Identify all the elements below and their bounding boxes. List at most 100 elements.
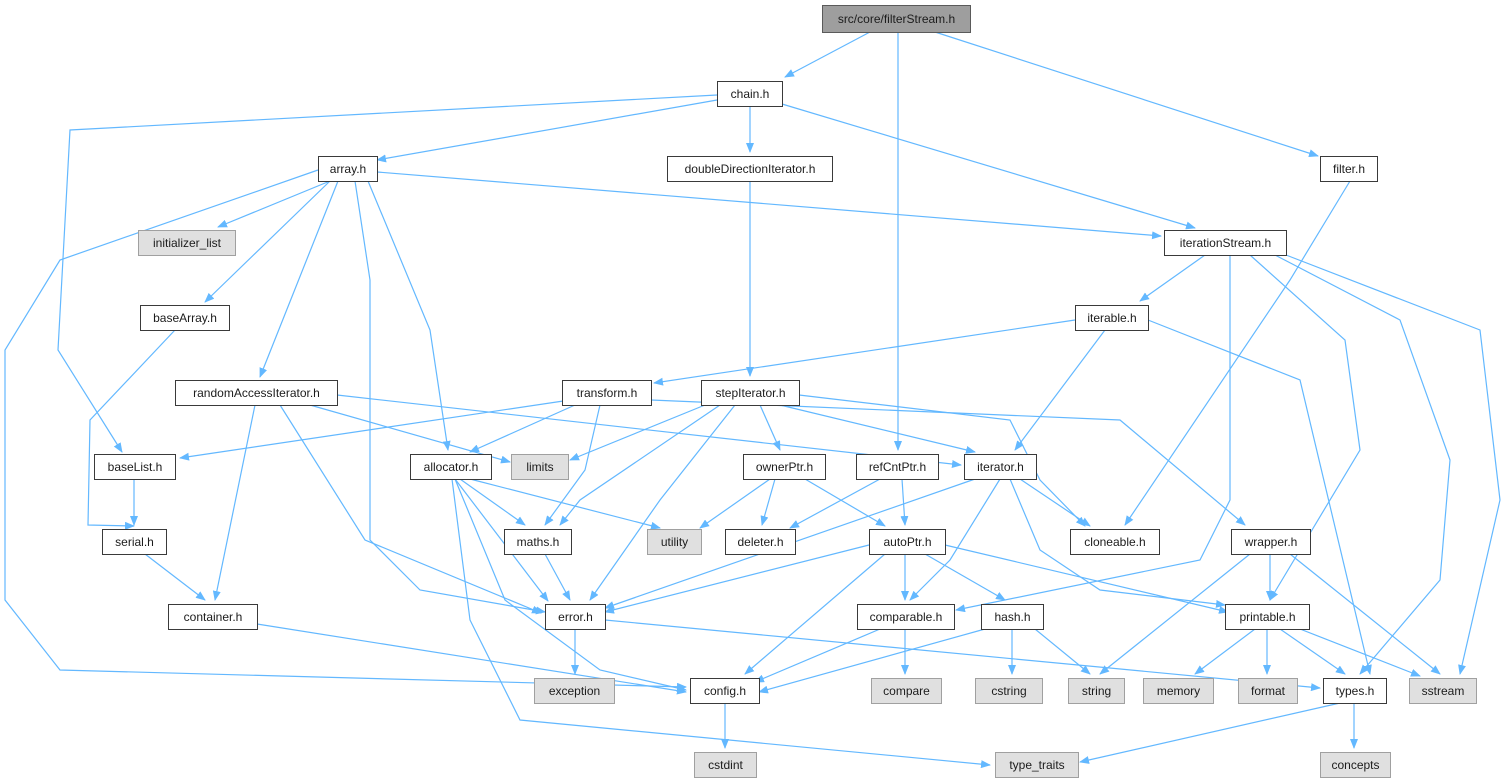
node-filter[interactable]: filter.h [1320, 156, 1378, 182]
node-chain[interactable]: chain.h [717, 81, 783, 107]
node-printable[interactable]: printable.h [1225, 604, 1310, 630]
node-types[interactable]: types.h [1323, 678, 1387, 704]
node-box [995, 752, 1079, 778]
edge-printable-to-sstream [1299, 628, 1421, 677]
edge-array-to-config [4, 169, 687, 691]
node-cloneable[interactable]: cloneable.h [1070, 529, 1160, 555]
node-owner-ptr[interactable]: ownerPtr.h [743, 454, 826, 480]
node-iterator[interactable]: iterator.h [964, 454, 1037, 480]
node-label: doubleDirectionIterator.h [685, 162, 816, 176]
edge-hash-to-string [1034, 628, 1091, 675]
edge-wrapper-to-sstream [1289, 553, 1441, 675]
node-label: limits [526, 460, 553, 474]
node-maths[interactable]: maths.h [504, 529, 572, 555]
node-ref-cnt-ptr[interactable]: refCntPtr.h [856, 454, 939, 480]
node-base-array[interactable]: baseArray.h [140, 305, 230, 331]
edge-random_access_iterator-to-error [279, 404, 542, 614]
node-box [1075, 305, 1149, 331]
node-comparable[interactable]: comparable.h [857, 604, 955, 630]
node-box [743, 454, 826, 480]
node-box [1323, 678, 1387, 704]
node-label: wrapper.h [1244, 535, 1298, 549]
node-deleter[interactable]: deleter.h [725, 529, 796, 555]
node-iteration-stream[interactable]: iterationStream.h [1164, 230, 1287, 256]
edge-hash-to-config [758, 628, 986, 694]
node-concepts: concepts [1320, 752, 1391, 778]
node-box [175, 380, 338, 406]
node-label: compare [883, 684, 930, 698]
edge-chain-to-array [376, 99, 718, 163]
node-label: hash.h [994, 610, 1030, 624]
edge-types-to-type_traits [1079, 702, 1341, 764]
node-config[interactable]: config.h [690, 678, 760, 704]
edge-base_array-to-serial [87, 329, 176, 530]
node-box [869, 529, 946, 555]
node-serial[interactable]: serial.h [102, 529, 167, 555]
edge-iterator-to-printable [1009, 478, 1226, 608]
node-label: deleter.h [737, 535, 783, 549]
node-label: baseArray.h [153, 311, 217, 325]
node-box [725, 529, 796, 555]
node-random-access-iterator[interactable]: randomAccessIterator.h [175, 380, 338, 406]
node-auto-ptr[interactable]: autoPtr.h [869, 529, 946, 555]
edge-step_iterator-to-limits [569, 404, 706, 461]
node-root[interactable]: src/core/filterStream.h [822, 5, 971, 33]
edge-serial-to-container [144, 553, 206, 601]
node-label: config.h [704, 684, 746, 698]
node-box [856, 454, 939, 480]
node-box [1164, 230, 1287, 256]
node-box [1068, 678, 1125, 704]
edge-wrapper-to-string [1099, 553, 1251, 675]
node-label: cstring [991, 684, 1026, 698]
node-hash[interactable]: hash.h [981, 604, 1044, 630]
node-sstream: sstream [1409, 678, 1477, 704]
edge-ref_cnt_ptr-to-deleter [789, 478, 881, 529]
node-base-list[interactable]: baseList.h [94, 454, 176, 480]
edge-allocator-to-type_traits [451, 478, 991, 769]
node-format: format [1238, 678, 1298, 704]
node-compare: compare [871, 678, 942, 704]
node-label: cloneable.h [1084, 535, 1145, 549]
node-label: ownerPtr.h [756, 460, 813, 474]
node-label: container.h [184, 610, 243, 624]
edge-container-to-config [256, 623, 687, 695]
node-box [690, 678, 760, 704]
node-label: src/core/filterStream.h [838, 12, 955, 26]
node-transform[interactable]: transform.h [562, 380, 652, 406]
node-box [504, 529, 572, 555]
node-double-direction-iterator[interactable]: doubleDirectionIterator.h [667, 156, 833, 182]
node-allocator[interactable]: allocator.h [410, 454, 492, 480]
edge-step_iterator-to-owner_ptr [759, 404, 781, 451]
node-box [694, 752, 757, 778]
node-wrapper[interactable]: wrapper.h [1231, 529, 1311, 555]
node-box [102, 529, 167, 555]
node-box [140, 305, 230, 331]
node-label: memory [1157, 684, 1200, 698]
node-label: array.h [330, 162, 366, 176]
node-container[interactable]: container.h [168, 604, 258, 630]
node-label: concepts [1331, 758, 1379, 772]
edge-iteration_stream-to-types [1274, 254, 1451, 675]
edge-ref_cnt_ptr-to-auto_ptr [900, 478, 909, 526]
node-label: sstream [1422, 684, 1465, 698]
node-label: utility [661, 535, 688, 549]
node-label: randomAccessIterator.h [193, 386, 320, 400]
node-error[interactable]: error.h [545, 604, 606, 630]
edge-filter-to-cloneable [1124, 180, 1351, 526]
node-label: iterable.h [1087, 311, 1136, 325]
node-label: iterationStream.h [1180, 236, 1271, 250]
edge-random_access_iterator-to-iterator [336, 394, 962, 468]
edge-auto_ptr-to-hash [924, 553, 1006, 601]
node-step-iterator[interactable]: stepIterator.h [701, 380, 800, 406]
edge-allocator-to-config [454, 478, 687, 692]
edge-auto_ptr-to-config [744, 553, 886, 675]
edge-step_iterator-to-error [589, 404, 736, 601]
node-label: cstdint [708, 758, 743, 772]
node-label: serial.h [115, 535, 154, 549]
edge-iterable-to-types [1147, 319, 1372, 675]
node-box [1238, 678, 1298, 704]
node-iterable[interactable]: iterable.h [1075, 305, 1149, 331]
node-box [701, 380, 800, 406]
node-array[interactable]: array.h [318, 156, 378, 182]
